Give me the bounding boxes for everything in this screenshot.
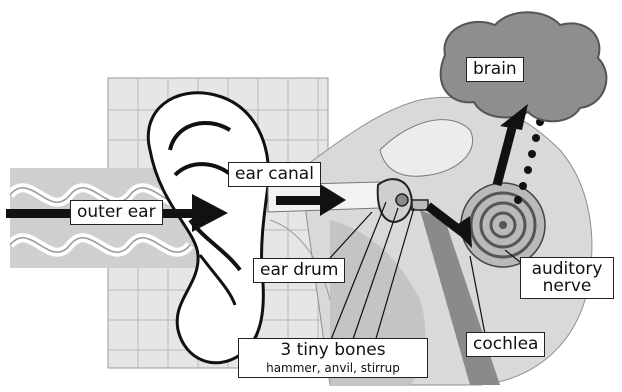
label-tiny-bones: 3 tiny bones hammer, anvil, stirrup [238, 338, 428, 378]
label-tiny-bones-sub: hammer, anvil, stirrup [245, 362, 421, 374]
label-tiny-bones-title: 3 tiny bones [280, 340, 385, 360]
label-ear-drum: ear drum [253, 258, 345, 283]
label-auditory-nerve: auditory nerve [520, 257, 614, 299]
label-ear-canal: ear canal [228, 162, 321, 187]
label-auditory-nerve-line2: nerve [543, 276, 592, 296]
label-outer-ear: outer ear [70, 200, 163, 225]
cochlea-icon [461, 183, 545, 267]
label-brain: brain [466, 57, 524, 82]
label-cochlea: cochlea [466, 332, 545, 357]
